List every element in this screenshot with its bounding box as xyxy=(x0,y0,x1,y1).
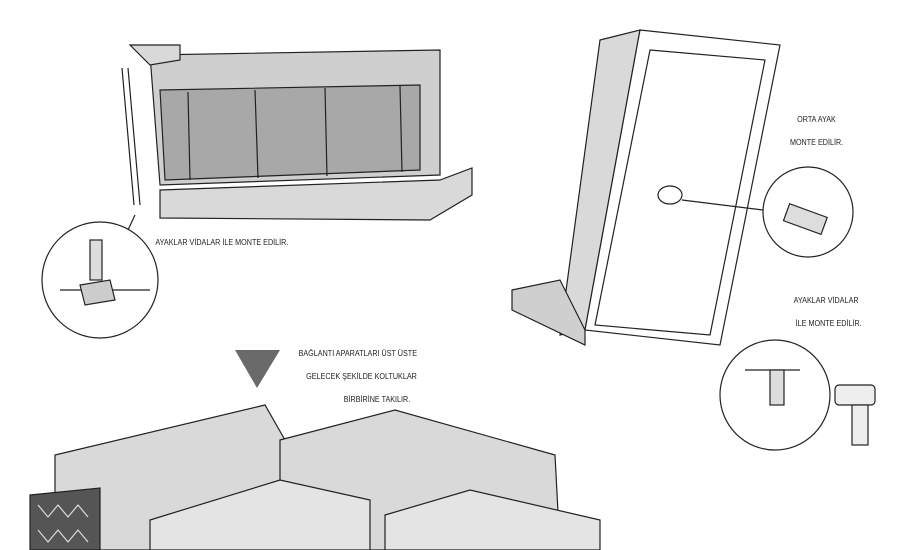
drill-icon xyxy=(834,384,876,446)
center-leg-caption-1: ORTA AYAK xyxy=(797,115,836,124)
leg-caption-2: İLE MONTE EDİLİR. xyxy=(795,319,862,328)
sofa-frame-standing xyxy=(511,29,781,346)
join-caption-3: BİRBİRİNE TAKILIR. xyxy=(343,395,411,404)
join-caption-2: GELECEK ŞEKİLDE KOLTUKLAR xyxy=(306,372,417,381)
leg-caption-1: AYAKLAR VİDALAR xyxy=(793,296,859,305)
leg-detail-magnifier-2 xyxy=(719,339,876,451)
center-leg-magnifier xyxy=(681,166,854,258)
leg-detail-magnifier-1 xyxy=(41,214,159,339)
down-arrow-icon xyxy=(235,350,280,388)
sofa-frame-top-left xyxy=(121,44,473,221)
center-leg-caption-2: MONTE EDİLİR. xyxy=(789,138,844,147)
step1-caption: AYAKLAR VİDALAR İLE MONTE EDİLİR. xyxy=(155,238,289,247)
join-caption-1: BAĞLANTI APARATLARI ÜST ÜSTE xyxy=(298,349,418,358)
assembled-corner-sofa xyxy=(29,404,601,550)
